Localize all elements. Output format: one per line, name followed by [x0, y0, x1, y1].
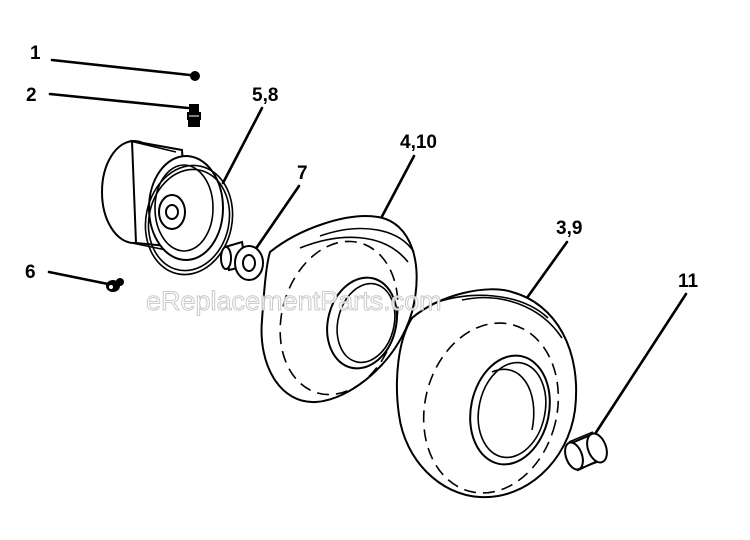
callout-5-8: 5,8 [252, 85, 278, 106]
callout-1: 1 [30, 43, 41, 64]
part-7-bushing [220, 240, 264, 281]
part-3-9-tire [395, 288, 578, 499]
leader-1 [50, 58, 192, 77]
callout-7: 7 [297, 163, 308, 184]
part-2-grease-fitting [187, 104, 201, 127]
leader-7 [253, 184, 301, 252]
callout-6: 6 [25, 262, 36, 283]
leader-6 [47, 270, 110, 286]
callout-11: 11 [678, 271, 699, 292]
leader-2 [48, 92, 190, 110]
part-6-valve-stem [106, 278, 124, 292]
part-11-cap [564, 431, 608, 472]
leader-lines [47, 58, 688, 436]
callout-4-10: 4,10 [400, 132, 437, 153]
leader-5-8 [221, 106, 264, 185]
leader-3-9 [522, 240, 569, 304]
part-5-8-wheel-rim [101, 139, 234, 276]
watermark: eReplacementParts.com [146, 286, 442, 316]
callout-2: 2 [26, 85, 37, 106]
callout-3-9: 3,9 [556, 218, 582, 239]
part-4-10-tire [260, 215, 418, 404]
leader-11 [593, 292, 688, 436]
leader-4-10 [376, 154, 416, 226]
part-1-nut [190, 71, 200, 81]
